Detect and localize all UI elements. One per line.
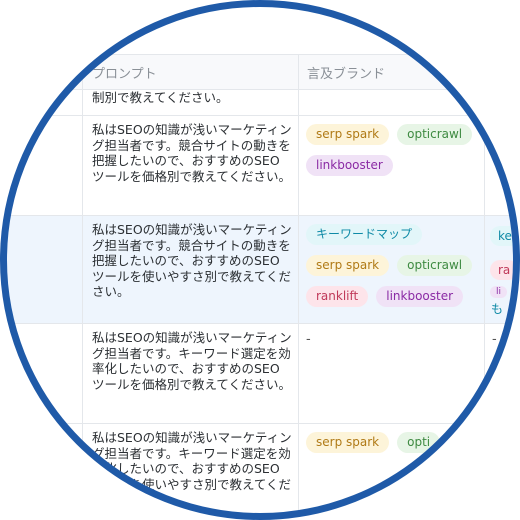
brand-tag[interactable]: opticrawl — [397, 255, 473, 276]
table-row[interactable]: 私はSEOの知識が浅いマーケティング担当者です。キーワード選定を効率化したいので… — [6, 424, 514, 514]
brand-tag[interactable]: opti — [397, 432, 441, 453]
column-divider — [484, 54, 485, 514]
results-table: プロンプト 言及ブランド 制別で教えてください。 私はSEOの知識が浅いマーケテ… — [6, 6, 514, 514]
table-row[interactable]: 私はSEOの知識が浅いマーケティング担当者です。競合サイトの動きを把握したいので… — [6, 116, 514, 216]
brand-tag-cut[interactable]: ra — [490, 260, 514, 280]
brand-cell: serp spark opti — [306, 432, 486, 463]
brand-tag[interactable]: ranklift — [306, 286, 369, 307]
table-row[interactable]: 私はSEOの知識が浅いマーケティング担当者です。キーワード選定を効率化したいので… — [6, 324, 514, 424]
brand-tag[interactable]: linkbooster — [376, 286, 464, 307]
prompt-cell: 私はSEOの知識が浅いマーケティング担当者です。競合サイトの動きを把握したいので… — [92, 222, 292, 299]
brand-tag-cut[interactable]: ke — [490, 226, 514, 246]
empty-cell: - — [492, 332, 497, 347]
brand-tag[interactable]: キーワードマップ — [306, 224, 423, 245]
table-row-highlighted[interactable]: 私はSEOの知識が浅いマーケティング担当者です。競合サイトの動きを把握したいので… — [6, 216, 514, 324]
empty-brand-cell: - — [306, 332, 311, 347]
brand-tag-cut[interactable]: li — [490, 286, 508, 298]
more-link[interactable]: も — [491, 302, 504, 316]
header-brands[interactable]: 言及ブランド — [307, 67, 386, 82]
brand-tag[interactable]: serp spark — [306, 432, 390, 453]
prompt-cell: 制別で教えてください。 — [92, 90, 229, 105]
table-header: プロンプト 言及ブランド — [6, 54, 514, 90]
table-row[interactable]: 制別で教えてください。 — [6, 88, 514, 116]
brand-tag[interactable]: serp spark — [306, 255, 390, 276]
prompt-cell: 私はSEOの知識が浅いマーケティング担当者です。キーワード選定を効率化したいので… — [92, 430, 292, 507]
brand-cell: キーワードマップ serp spark opticrawl ranklift l… — [306, 224, 486, 317]
magnifier-lens: プロンプト 言及ブランド 制別で教えてください。 私はSEOの知識が浅いマーケテ… — [6, 6, 514, 514]
column-divider — [82, 54, 83, 514]
prompt-cell: 私はSEOの知識が浅いマーケティング担当者です。競合サイトの動きを把握したいので… — [92, 122, 292, 184]
brand-tag[interactable]: opticrawl — [397, 124, 473, 145]
prompt-cell: 私はSEOの知識が浅いマーケティング担当者です。キーワード選定を効率化したいので… — [92, 330, 292, 392]
header-prompt[interactable]: プロンプト — [92, 67, 157, 82]
brand-tag[interactable]: serp spark — [306, 124, 390, 145]
brand-tag[interactable]: linkbooster — [306, 155, 393, 176]
column-divider — [298, 54, 299, 514]
brand-cell: serp spark opticrawl linkbooster — [306, 124, 486, 186]
